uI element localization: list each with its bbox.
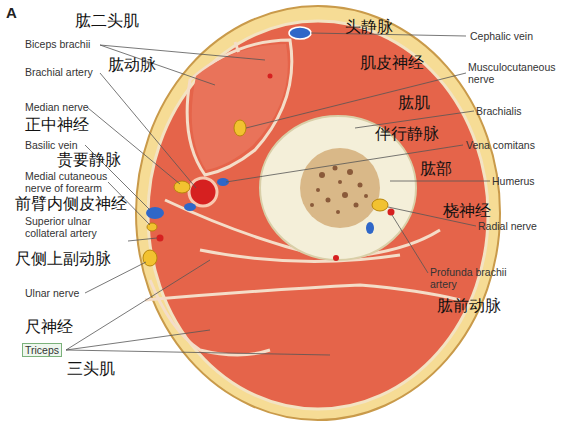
label: Ulnar nerve <box>25 287 79 299</box>
label: 三头肌 <box>67 360 115 378</box>
label: 正中神经 <box>25 116 89 134</box>
medial-cutaneous-nerve <box>147 223 157 231</box>
profunda-vein <box>366 222 374 234</box>
label: 伴行静脉 <box>375 125 439 143</box>
median-nerve <box>174 181 190 193</box>
label: 肱二头肌 <box>75 12 139 30</box>
label: 肱动脉 <box>108 56 156 74</box>
label: 肱前动脉 <box>437 297 501 315</box>
vena-comitans-2 <box>184 203 196 211</box>
profunda-artery <box>388 209 395 216</box>
skin-outline <box>136 6 500 420</box>
label: 肱部 <box>420 160 452 178</box>
label: Biceps brachii <box>25 38 90 50</box>
label: Vena comitans <box>466 139 535 151</box>
brachial-artery <box>189 178 217 206</box>
label: 前臂内侧皮神经 <box>15 195 127 213</box>
label: Humerus <box>492 175 535 187</box>
label: Triceps <box>22 343 62 357</box>
marrow-texture <box>310 166 368 215</box>
label: 肌皮神经 <box>360 54 424 72</box>
musculocutaneous-nerve <box>234 120 246 136</box>
label: 尺侧上副动脉 <box>15 250 111 268</box>
small-artery <box>333 255 339 261</box>
label: 贵要静脉 <box>57 151 121 169</box>
label: Musculocutaneous nerve <box>468 61 568 85</box>
label: Brachial artery <box>25 66 93 78</box>
leader-lines <box>66 33 490 355</box>
label: 头静脉 <box>345 18 393 36</box>
label: 肱肌 <box>398 94 430 112</box>
label: Median nerve <box>25 101 89 113</box>
small-artery-2 <box>268 74 273 79</box>
label: Basilic vein <box>25 139 78 151</box>
label: Superior ulnar collateral artery <box>25 215 125 239</box>
muscle-septa <box>145 40 460 355</box>
label: 桡神经 <box>443 202 491 220</box>
ulnar-nerve <box>143 250 157 266</box>
label: Medial cutaneous nerve of forearm <box>25 170 120 194</box>
superior-ulnar-collateral-artery <box>157 235 164 242</box>
radial-nerve <box>372 199 388 211</box>
label: Brachialis <box>476 105 522 117</box>
cephalic-vein <box>289 27 311 39</box>
label: 尺神经 <box>25 318 73 336</box>
label: Radial nerve <box>478 220 537 232</box>
label: A <box>6 4 17 21</box>
label: Cephalic vein <box>470 30 533 42</box>
label: Profunda brachii artery <box>430 266 525 290</box>
